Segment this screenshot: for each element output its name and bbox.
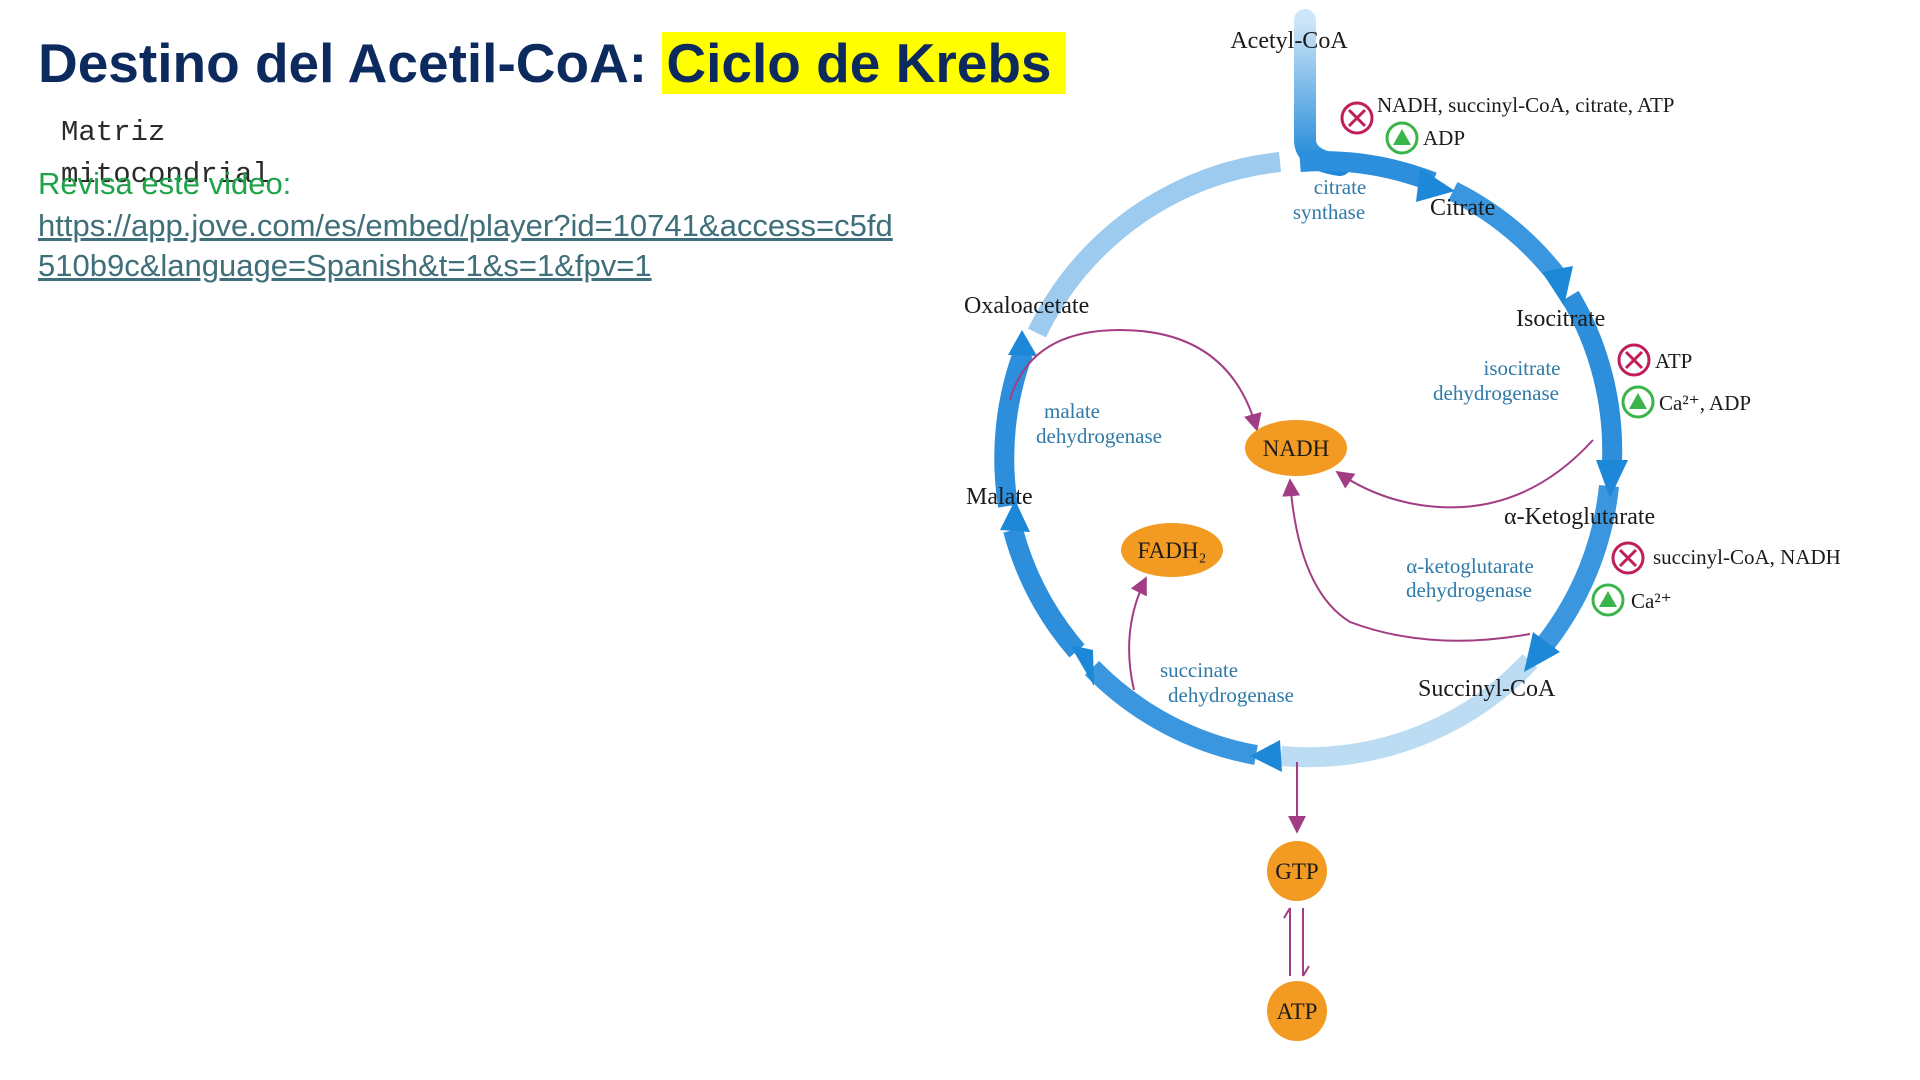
nadh-label: NADH xyxy=(1263,436,1329,461)
activator-triangle-icon xyxy=(1621,385,1655,419)
arrowhead-malate xyxy=(1000,500,1030,532)
enzyme-citrate-synthase-1: citrate xyxy=(1314,175,1366,199)
matrix-label: Matriz mitocondrial xyxy=(61,116,270,191)
atp-node: ATP xyxy=(1267,981,1327,1041)
fadh2-node: FADH₂ xyxy=(1121,523,1223,577)
citrate-synthase-inhibitors: NADH, succinyl-CoA, citrate, ATP xyxy=(1377,93,1674,117)
enzyme-akg-dh-2: dehydrogenase xyxy=(1406,578,1532,602)
arrowhead-oxaloacetate xyxy=(1008,330,1037,356)
arc-akg xyxy=(1561,290,1623,463)
citrate-synthase-activators: ADP xyxy=(1423,126,1465,150)
inhibitor-x-icon xyxy=(1340,101,1374,135)
fadh2-label: FADH₂ xyxy=(1138,538,1207,563)
enzyme-isocitrate-dh-1: isocitrate xyxy=(1484,356,1561,380)
video-label: Revisa este video: xyxy=(38,166,292,201)
isocitrate-label: Isocitrate xyxy=(1516,306,1605,332)
activator-triangle-icon xyxy=(1385,121,1419,155)
enzyme-succinate-dh-2: dehydrogenase xyxy=(1168,683,1294,707)
arrowhead-citrate xyxy=(1416,168,1455,202)
nadh-arrow-malate xyxy=(1009,328,1262,432)
akg-dh-inhibitors: succinyl-CoA, NADH xyxy=(1653,545,1841,569)
isocitrate-dh-inhibitors: ATP xyxy=(1655,349,1692,373)
arrowhead-succinyl xyxy=(1524,632,1560,672)
arrowhead-fumarate xyxy=(1070,645,1094,686)
atp-label: ATP xyxy=(1277,999,1318,1024)
slide-title: Destino del Acetil-CoA: Ciclo de Krebs xyxy=(38,22,1066,104)
cycle-arrowheads xyxy=(1000,168,1628,772)
malate-label: Malate xyxy=(966,484,1033,510)
enzyme-malate-dh-2: dehydrogenase xyxy=(1036,424,1162,448)
title-highlight: Ciclo de Krebs xyxy=(662,32,1066,94)
arc-oxaloacetate xyxy=(994,349,1033,508)
arrowhead-akg xyxy=(1596,460,1628,498)
arc-fumarate xyxy=(1084,660,1258,765)
arc-succinyl xyxy=(1538,484,1619,650)
video-link[interactable]: https://app.jove.com/es/embed/player?id=… xyxy=(38,208,893,283)
inhibitor-x-icon xyxy=(1611,541,1645,575)
enzyme-akg-dh-1: α-ketoglutarate xyxy=(1406,554,1534,578)
nadh-node: NADH xyxy=(1245,420,1347,476)
acetyl-coa-label: Acetyl-CoA xyxy=(1230,28,1348,54)
gtp-atp-equilibrium xyxy=(1283,907,1310,977)
arrowhead-isocitrate xyxy=(1542,266,1573,306)
cycle-arc xyxy=(994,151,1623,768)
oxaloacetate-label: Oxaloacetate xyxy=(964,293,1089,319)
akg-dh-activators: Ca²⁺ xyxy=(1631,589,1672,613)
isocitrate-dh-activators: Ca²⁺, ADP xyxy=(1659,391,1751,415)
succinyl-coa-label: Succinyl-CoA xyxy=(1418,676,1556,702)
enzyme-isocitrate-dh-2: dehydrogenase xyxy=(1433,381,1559,405)
arc-to-citrate xyxy=(1027,152,1282,338)
arc-succinate xyxy=(1280,654,1538,768)
nadh-arrow-isocitrate xyxy=(1335,439,1594,509)
arrowhead-succinate xyxy=(1250,740,1282,772)
activator-triangle-icon xyxy=(1591,583,1625,617)
gtp-node: GTP xyxy=(1267,841,1327,901)
fadh2-arrow xyxy=(1128,576,1147,691)
gtp-label: GTP xyxy=(1275,859,1318,884)
citrate-label: Citrate xyxy=(1430,195,1495,221)
enzyme-malate-dh-1: malate xyxy=(1044,399,1100,423)
inhibitor-x-icon xyxy=(1617,343,1651,377)
enzyme-citrate-synthase-2: synthase xyxy=(1293,200,1365,224)
akg-label: α-Ketoglutarate xyxy=(1504,504,1655,530)
enzyme-succinate-dh-1: succinate xyxy=(1160,658,1238,682)
arc-malate xyxy=(1003,527,1085,658)
arc-isocitrate xyxy=(1448,182,1565,283)
nadh-arrow-akg xyxy=(1282,478,1531,642)
title-main: Destino del Acetil-CoA: xyxy=(38,32,648,94)
